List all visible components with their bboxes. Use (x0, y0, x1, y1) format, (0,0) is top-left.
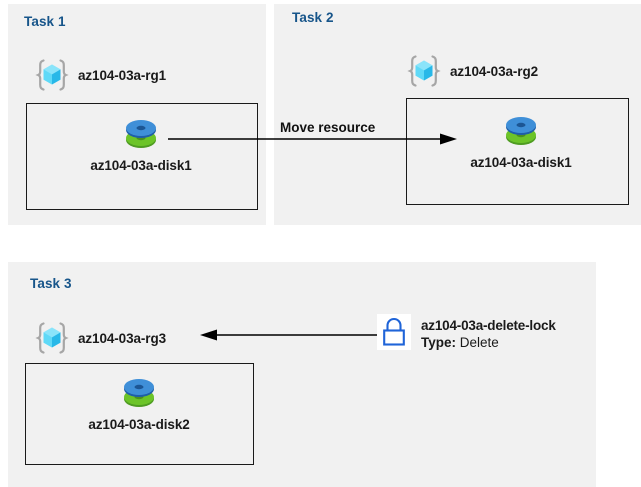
disk-label-task2: az104-03a-disk1 (470, 155, 572, 170)
delete-lock-text: az104-03a-delete-lock Type: Delete (421, 314, 556, 351)
azure-resource-group-icon (406, 53, 442, 89)
task-panel-task2 (274, 4, 641, 225)
resource-box-task3 (25, 363, 254, 465)
disk-label-task1: az104-03a-disk1 (90, 158, 192, 173)
delete-lock-block: az104-03a-delete-lock Type: Delete (377, 314, 556, 351)
delete-lock-name: az104-03a-delete-lock (421, 318, 556, 333)
delete-lock-type-label: Type: (421, 335, 457, 350)
resource-group-task2: az104-03a-rg2 (406, 53, 538, 89)
resource-group-label-task2: az104-03a-rg2 (450, 63, 539, 79)
azure-disk-icon (86, 113, 196, 155)
disk-resource-task2: az104-03a-disk1 (466, 110, 576, 170)
azure-disk-icon (84, 372, 194, 414)
task-title-task2: Task 2 (292, 10, 334, 25)
resource-box-task1 (26, 103, 258, 210)
resource-group-label-task3: az104-03a-rg3 (78, 330, 167, 346)
task-panel-task3 (8, 262, 596, 487)
move-resource-arrow (168, 133, 457, 145)
lock-icon (377, 314, 411, 350)
move-resource-label: Move resource (280, 120, 376, 135)
task-title-task1: Task 1 (24, 14, 66, 29)
resource-group-task3: az104-03a-rg3 (34, 320, 166, 356)
disk-resource-task3: az104-03a-disk2 (84, 372, 194, 432)
disk-label-task3: az104-03a-disk2 (88, 417, 190, 432)
azure-disk-icon (466, 110, 576, 152)
disk-resource-task1: az104-03a-disk1 (86, 113, 196, 173)
delete-lock-arrow (200, 329, 378, 341)
delete-lock-type: Type: Delete (421, 334, 556, 351)
resource-group-task1: az104-03a-rg1 (34, 57, 166, 93)
resource-group-label-task1: az104-03a-rg1 (78, 67, 167, 83)
delete-lock-type-value-text: Delete (459, 335, 499, 350)
task-title-task3: Task 3 (30, 276, 72, 291)
task-panel-task1 (8, 4, 266, 225)
resource-box-task2 (406, 98, 629, 205)
azure-resource-group-icon (34, 320, 70, 356)
azure-resource-group-icon (34, 57, 70, 93)
